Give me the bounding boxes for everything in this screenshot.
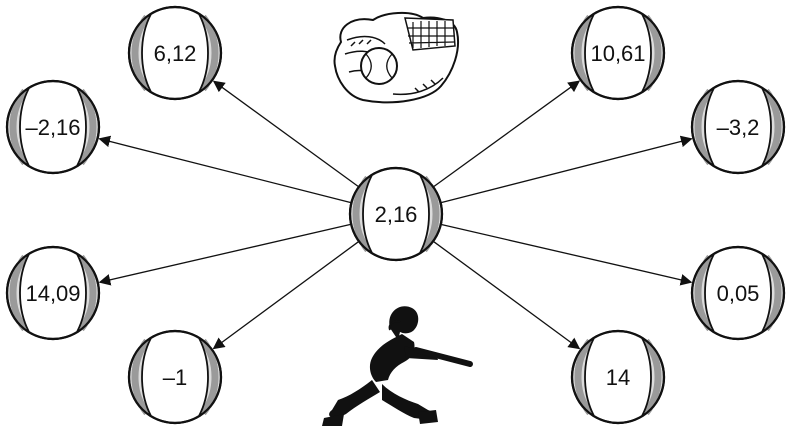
target-ball-7-label: –1: [163, 365, 187, 390]
target-ball-7: –1: [129, 331, 221, 423]
center-ball-label: 2,16: [375, 202, 418, 227]
target-ball-5-label: 14,09: [25, 281, 80, 306]
arrow-to-3: [100, 139, 352, 203]
arrow-to-5: [100, 224, 351, 282]
target-ball-4: –3,2: [692, 81, 784, 173]
target-ball-3: –2,16: [7, 81, 99, 173]
arrow-to-7: [214, 241, 359, 348]
arrow-to-8: [433, 241, 579, 348]
target-ball-8-label: 14: [606, 365, 630, 390]
center-ball: 2,16: [350, 168, 442, 260]
target-ball-1: 6,12: [129, 7, 221, 99]
target-ball-1-label: 6,12: [154, 41, 197, 66]
target-ball-2-label: 10,61: [590, 41, 645, 66]
arrow-to-6: [441, 224, 691, 282]
baseball-glove-icon: [334, 13, 458, 102]
batter-icon: [322, 306, 470, 426]
arrow-to-2: [433, 81, 579, 187]
target-ball-2: 10,61: [572, 7, 664, 99]
target-ball-8: 14: [572, 331, 664, 423]
arrow-to-4: [441, 139, 692, 203]
target-ball-5: 14,09: [7, 247, 99, 339]
target-ball-4-label: –3,2: [717, 115, 760, 140]
target-ball-6: 0,05: [692, 247, 784, 339]
target-ball-3-label: –2,16: [25, 115, 80, 140]
arrow-to-1: [214, 81, 359, 187]
target-ball-6-label: 0,05: [717, 281, 760, 306]
